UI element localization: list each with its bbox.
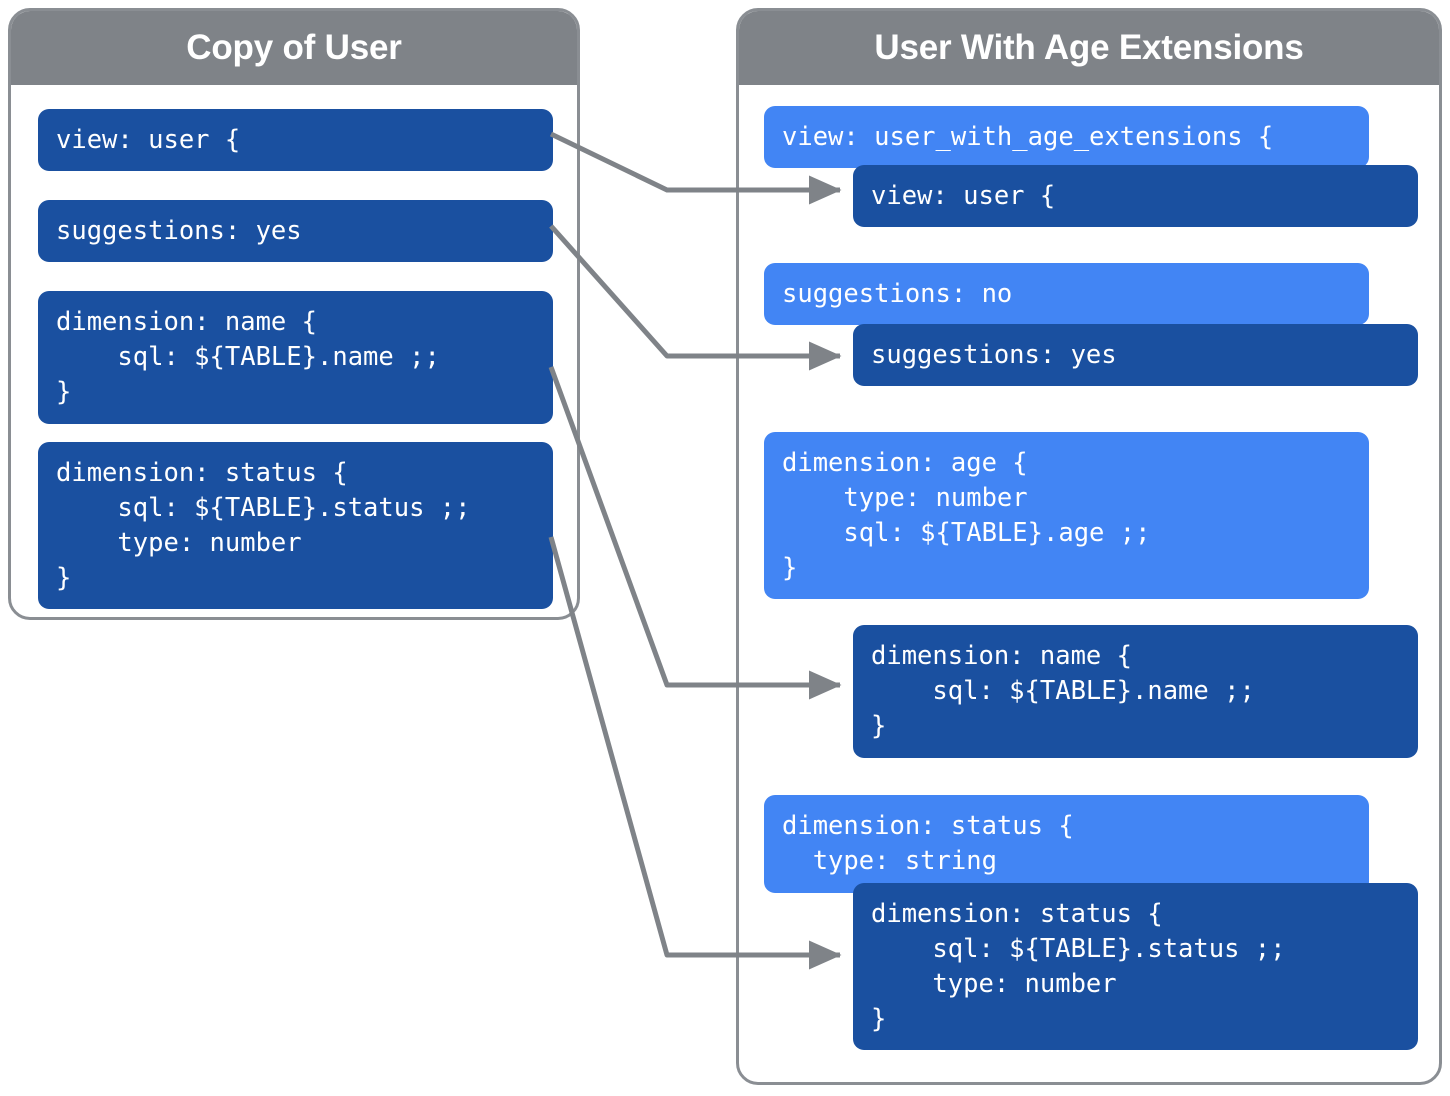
- panel-left-header: Copy of User: [11, 11, 577, 85]
- view-user-with-age-extensions-block: view: user_with_age_extensions {: [764, 106, 1369, 168]
- inherited-dimension-status-block: dimension: status { sql: ${TABLE}.status…: [853, 883, 1418, 1050]
- inherited-dimension-name-block: dimension: name { sql: ${TABLE}.name ;; …: [853, 625, 1418, 758]
- panel-left-title: Copy of User: [186, 28, 402, 67]
- panel-right-header: User With Age Extensions: [739, 11, 1439, 85]
- dimension-name-block: dimension: name { sql: ${TABLE}.name ;; …: [38, 291, 553, 424]
- dimension-age-block: dimension: age { type: number sql: ${TAB…: [764, 432, 1369, 599]
- panel-copy-of-user: Copy of User view: user { suggestions: y…: [8, 8, 580, 620]
- dimension-status-override-block: dimension: status { type: string: [764, 795, 1369, 893]
- dimension-status-block: dimension: status { sql: ${TABLE}.status…: [38, 442, 553, 609]
- suggestions-no-block: suggestions: no: [764, 263, 1369, 325]
- view-user-block: view: user {: [38, 109, 553, 171]
- panel-right-body: view: user_with_age_extensions { view: u…: [739, 85, 1439, 1082]
- panel-right-title: User With Age Extensions: [874, 28, 1304, 67]
- panel-left-body: view: user { suggestions: yes dimension:…: [11, 85, 577, 617]
- inherited-suggestions-yes-block: suggestions: yes: [853, 324, 1418, 386]
- panel-user-with-age-extensions: User With Age Extensions view: user_with…: [736, 8, 1442, 1085]
- inherited-view-user-block: view: user {: [853, 165, 1418, 227]
- suggestions-yes-block: suggestions: yes: [38, 200, 553, 262]
